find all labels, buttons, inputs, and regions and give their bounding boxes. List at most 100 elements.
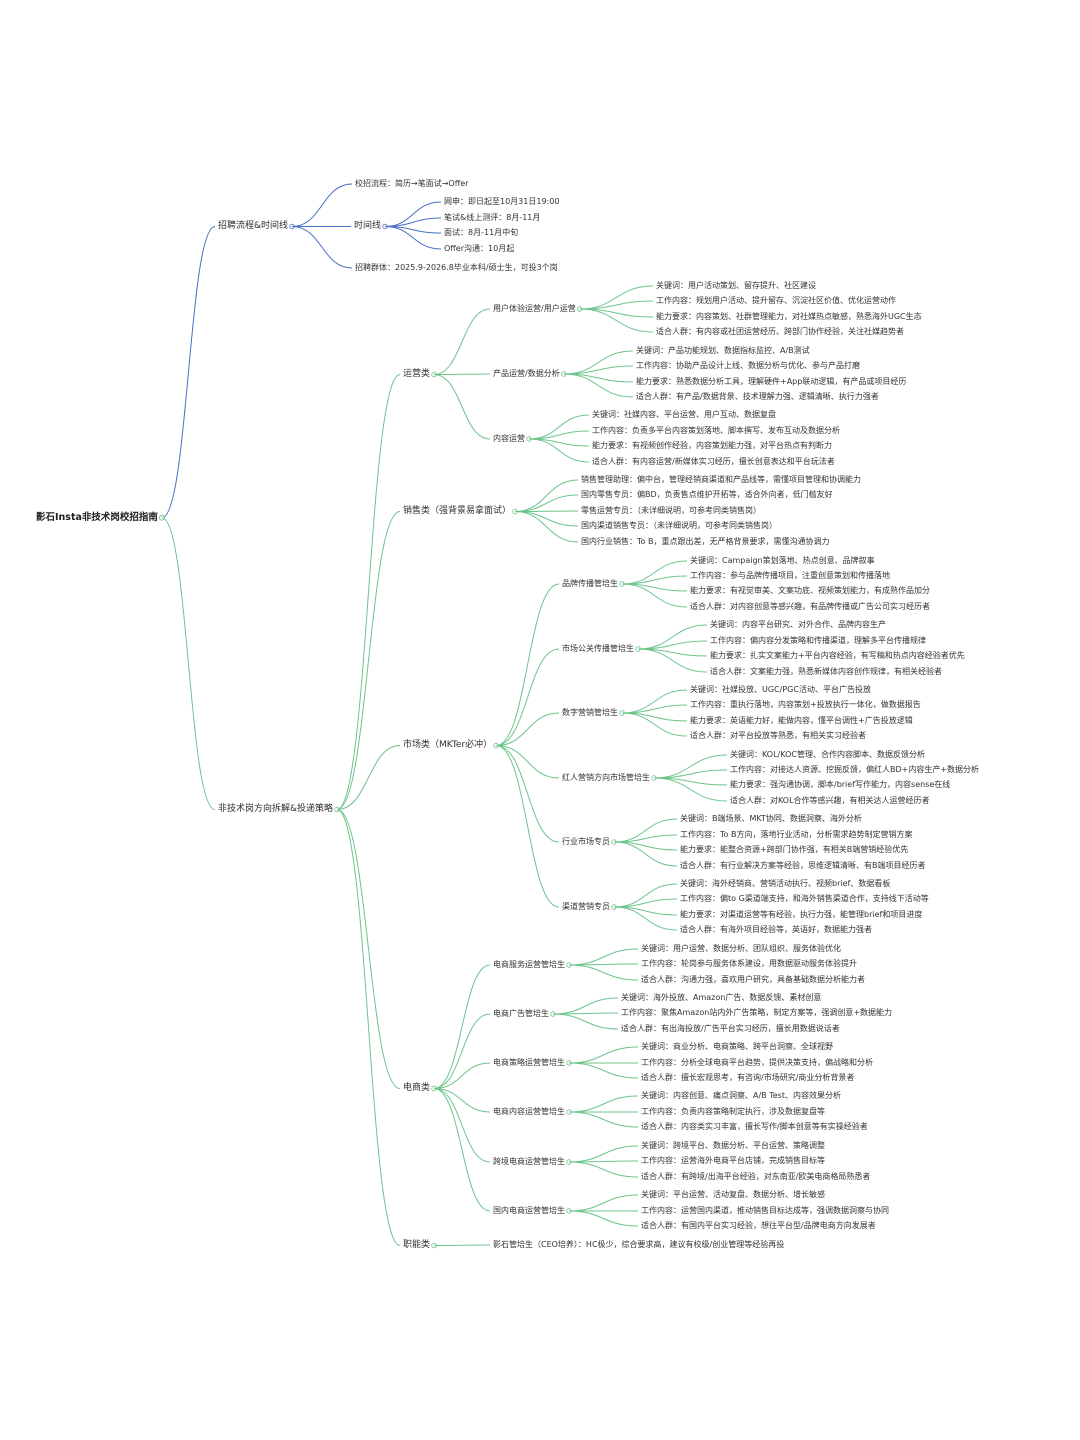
category-sales: 销售类（强背景易拿面试） — [403, 506, 512, 516]
role-detail: 能力要求：英语能力好，能做内容，懂平台调性+广告投放逻辑 — [690, 716, 913, 725]
timeline-item: 面试：8月-11月中旬 — [444, 228, 519, 237]
category-ecom: 电商类 — [403, 1083, 431, 1093]
sales-item: 国内行业销售：To B，重点跟出差，无严格背景要求，需懂沟通协调力 — [581, 537, 830, 546]
connector-line — [496, 648, 560, 746]
connector-line — [496, 745, 560, 908]
connector-line — [336, 809, 401, 1089]
role-detail: 工作内容：参与品牌传播项目，注重创意策划和传播落地 — [690, 571, 890, 580]
connector-line — [568, 1194, 639, 1212]
role-detail: 工作内容：负责内容策略制定执行，涉及数据复盘等 — [641, 1107, 825, 1116]
connector-line — [621, 583, 688, 608]
connector-line — [653, 754, 728, 779]
branch-nontech-roles: 非技术岗方向拆解&投递策略 — [218, 804, 334, 814]
role-detail: 适合人群：对内容创意等感兴趣，有品牌传播或广告公司实习经历者 — [690, 602, 930, 611]
role-detail: 适合人群：内容类实习丰富，擅长写作/脚本创意等有实操经验者 — [641, 1122, 868, 1131]
branch-recruitment-process: 招聘流程&时间线 — [218, 221, 289, 231]
node-audience: 招聘群体：2025.9-2026.8毕业本科/硕士生，可投3个岗 — [355, 263, 558, 272]
role-detail: 能力要求：熟悉数据分析工具，理解硬件+App联动逻辑，有产品或项目经历 — [636, 377, 907, 386]
role-detail: 工作内容：协助产品设计上线、数据分析与优化、参与产品打磨 — [636, 361, 860, 370]
role-digital: 数字营销管培生 — [562, 708, 618, 717]
connector-line — [552, 997, 619, 1015]
role-detail: 工作内容：重执行落地，内容策划+投放执行一体化，做数据报告 — [690, 700, 921, 709]
connector-line — [552, 1013, 619, 1030]
role-detail: 关键词：海外经销商、营销活动执行、视频brief、数据看板 — [680, 879, 891, 888]
connector-line — [385, 201, 442, 227]
role-detail: 适合人群：有跨境/出海平台经验，对东南亚/欧美电商格局熟悉者 — [641, 1172, 871, 1181]
connector-line — [579, 300, 654, 310]
category-functional: 职能类 — [403, 1240, 431, 1250]
connector-line — [161, 226, 216, 519]
connector-line — [434, 373, 491, 375]
connector-line — [336, 511, 401, 810]
role-detail: 关键词：用户运营、数据分析、团队组织、服务体验优化 — [641, 944, 841, 953]
role-detail: 适合人群：有行业解决方案等经验，思维逻辑清晰、有B端项目经历者 — [680, 861, 926, 870]
connector-line — [568, 1161, 639, 1178]
role-detail: 适合人群：有内容或社团运营经历、跨部门协作经验，关注社媒趋势者 — [656, 327, 904, 336]
connector-line — [433, 1013, 491, 1089]
role-detail: 适合人群：有海外项目经验等，英语好，数据能力强者 — [680, 925, 872, 934]
connector-line — [515, 510, 579, 512]
connector-line — [292, 226, 353, 269]
role-detail: 关键词：海外投放、Amazon广告、数据反馈、素材创意 — [621, 993, 822, 1002]
connector-line — [496, 745, 560, 843]
role-pr: 市场公关传播管培生 — [562, 644, 634, 653]
role-detail: 关键词：B端场景、MKT协同、数据洞察、海外分析 — [680, 814, 862, 823]
role-detail: 适合人群：有国内平台实习经验，想往平台型/品牌电商方向发展者 — [641, 1221, 876, 1230]
connector-line — [515, 511, 579, 527]
role-detail: 工作内容：轮岗参与服务体系建设，用数据驱动服务体验提升 — [641, 959, 857, 968]
connector-line — [528, 438, 590, 463]
role-ecom-domestic: 国内电商运营管培生 — [493, 1206, 565, 1215]
role-detail: 工作内容：规划用户活动、提升留存、沉淀社区价值、优化运营动作 — [656, 296, 896, 305]
role-detail: 关键词：社媒投放、UGC/PGC活动、平台广告投放 — [690, 685, 871, 694]
role-detail: 适合人群：有内容运营/新媒体实习经历，擅长创意表达和平台玩法者 — [592, 457, 835, 466]
connector-line — [433, 1088, 491, 1212]
connector-line — [434, 1062, 491, 1089]
role-ecom-crossborder: 跨境电商运营管培生 — [493, 1157, 565, 1166]
role-detail: 能力要求：能整合资源+跨部门协作强，有相关B端营销经验优先 — [680, 845, 909, 854]
role-detail: 适合人群：有出海投放/广告平台实习经历，擅长用数据说话者 — [621, 1024, 840, 1033]
sales-item: 零售运营专员：（未详细说明，可参考同类销售岗） — [581, 506, 761, 515]
role-channel: 渠道营销专员 — [562, 902, 610, 911]
role-detail: 能力要求：内容策划、社群管理能力，对社媒热点敏感，熟悉海外UGC生态 — [656, 312, 922, 321]
connector-line — [434, 308, 491, 375]
sales-item: 国内零售专员：偏BD，负责售点维护开拓等，适合外向者，低门槛友好 — [581, 490, 833, 499]
node-campus-process: 校招流程：简历→笔面试→Offer — [355, 179, 469, 188]
role-detail: 适合人群：对KOL合作等感兴趣，有相关达人运营经历者 — [730, 796, 930, 805]
sales-item: 销售管理助理：偏中台，管理经销商渠道和产品线等，需懂项目管理和协调能力 — [581, 475, 861, 484]
role-detail: 关键词：内容平台研究、对外合作、品牌内容生产 — [710, 620, 886, 629]
role-detail: 关键词：平台运营、活动复盘、数据分析、增长敏感 — [641, 1190, 825, 1199]
role-detail: 关键词：社媒内容、平台运营、用户互动、数据复盘 — [592, 410, 776, 419]
role-detail: 工作内容：运营海外电商平台店铺，完成销售目标等 — [641, 1156, 825, 1165]
role-detail: 工作内容：运营国内渠道，推动销售目标达成等，强调数据洞察与协同 — [641, 1206, 889, 1215]
connector-line — [496, 745, 560, 779]
connector-line — [434, 1088, 491, 1113]
timeline-item: 笔试&线上测评：8月-11月 — [444, 213, 541, 222]
role-detail: 适合人群：擅长宏观思考，有咨询/市场研究/商业分析背景者 — [641, 1073, 855, 1082]
role-detail: 能力要求：有视频创作经验，内容策划能力强，对平台热点有判断力 — [592, 441, 832, 450]
connector-line — [434, 1244, 491, 1246]
role-content-ops: 内容运营 — [493, 434, 525, 443]
role-detail: 关键词：KOL/KOC管理、合作内容脚本、数据反馈分析 — [730, 750, 925, 759]
connector-line — [496, 583, 560, 746]
category-ops: 运营类 — [403, 369, 431, 379]
role-user-ops: 用户体验运营/用户运营 — [493, 304, 576, 313]
connector-line — [637, 648, 708, 673]
connector-line — [621, 560, 688, 585]
role-detail: 工作内容：对接达人资源、挖掘反馈，偏红人BD+内容生产+数据分析 — [730, 765, 980, 774]
root-node: 影石Insta非技术岗校招指南 — [36, 512, 158, 523]
role-industry: 行业市场专员 — [562, 837, 610, 846]
connector-line — [563, 373, 634, 398]
connector-line — [385, 226, 442, 250]
role-detail: 工作内容：偏内容分发策略和传播渠道，理解多平台传播规律 — [710, 636, 926, 645]
connector-line — [568, 1111, 639, 1128]
connector-line — [613, 883, 678, 908]
role-detail: 关键词：商业分析、电商策略、跨平台洞察、全球视野 — [641, 1042, 833, 1051]
role-kol: 红人营销方向市场管培生 — [562, 773, 650, 782]
connector-line — [568, 1062, 639, 1079]
role-detail: 能力要求：有视觉审美、文案功底、视频策划能力，有成熟作品加分 — [690, 586, 930, 595]
role-ceo-trainee: 影石管培生（CEO培养）：HC极少，综合要求高，建议有校级/创业管理等经验再投 — [493, 1240, 785, 1249]
role-detail: 能力要求：对渠道运营等有经验，执行力强，能管理brief和项目进度 — [680, 910, 923, 919]
role-detail: 能力要求：扎实文案能力+平台内容经验，有写稿和热点内容经验者优先 — [710, 651, 965, 660]
